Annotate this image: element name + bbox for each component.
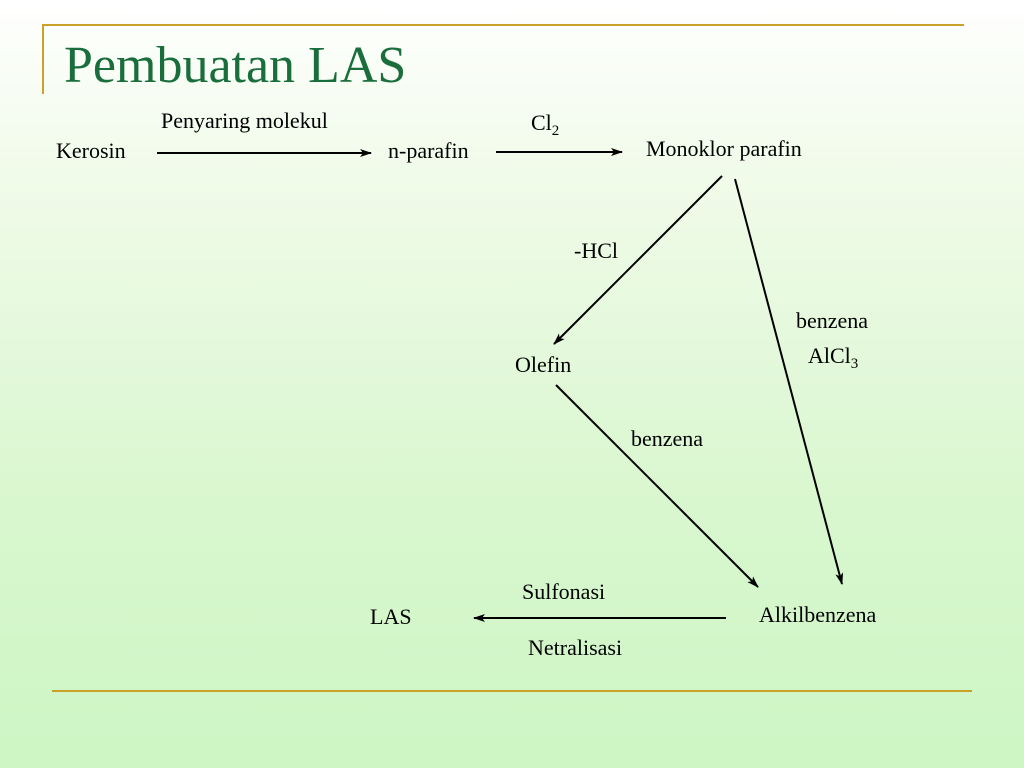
node-kerosin: Kerosin <box>56 138 126 163</box>
reagent-cl2: Cl2 <box>531 110 559 139</box>
reagent-benzena-mid: benzena <box>631 426 704 451</box>
node-alkilbenzena: Alkilbenzena <box>759 602 877 627</box>
footer-rule <box>52 690 972 692</box>
slide-title: Pembuatan LAS <box>64 37 407 94</box>
reagent-benzena-right: benzena <box>796 308 869 333</box>
reagent-alcl3: AlCl3 <box>808 343 858 372</box>
alcl3-subscript: 3 <box>850 356 859 372</box>
node-olefin: Olefin <box>515 352 572 377</box>
reagent-sulfonasi: Sulfonasi <box>522 579 606 604</box>
alcl3-base: AlCl <box>808 343 851 368</box>
frame-left-rule <box>42 24 44 94</box>
arrow-olefin-to-alkilbenzena <box>555 384 759 588</box>
cl2-base: Cl <box>531 110 552 135</box>
reagent-penyaring-molekul: Penyaring molekul <box>161 108 328 133</box>
arrow-monoklor-to-alkilbenzena <box>734 178 844 585</box>
node-las: LAS <box>370 604 412 629</box>
cl2-subscript: 2 <box>551 123 560 139</box>
reagent-netralisasi: Netralisasi <box>528 635 623 660</box>
frame-top-rule <box>42 24 964 26</box>
arrow-monoklor-to-olefin <box>553 175 723 345</box>
node-n-parafin: n-parafin <box>388 138 469 163</box>
reagent-minus-hcl: -HCl <box>574 238 618 263</box>
node-monoklor-parafin: Monoklor parafin <box>646 136 802 161</box>
